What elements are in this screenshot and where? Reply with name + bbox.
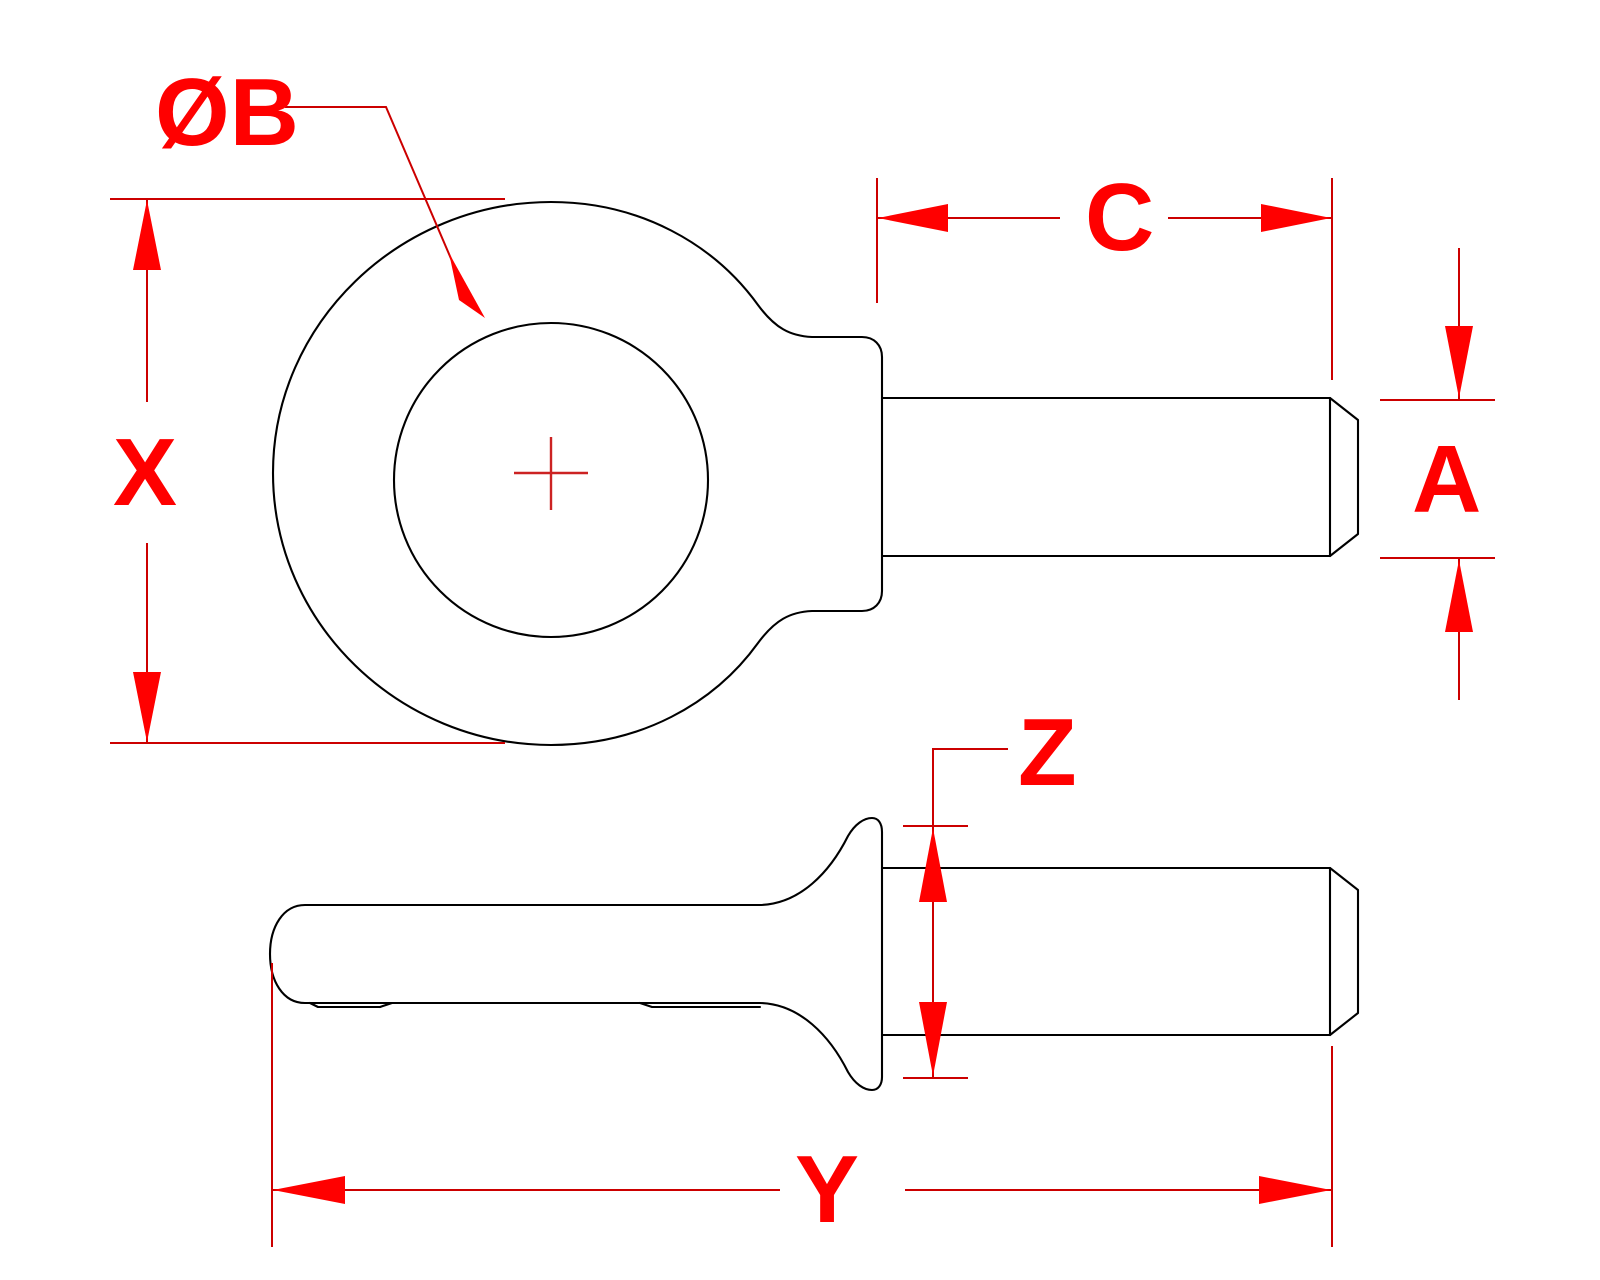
center-mark-cross bbox=[514, 437, 588, 510]
dimension-label-C: C bbox=[1085, 164, 1154, 271]
shank-body-side-view bbox=[880, 866, 1332, 1037]
dimension-Z-arrowhead-bottom bbox=[919, 1002, 947, 1076]
dimension-Z-group bbox=[903, 748, 1008, 1079]
dimension-label-Y: Y bbox=[795, 1136, 859, 1243]
shank-body-top-view bbox=[880, 396, 1332, 558]
dimension-C-arrowhead-left bbox=[878, 204, 948, 232]
dimension-C-group bbox=[876, 178, 1333, 380]
dimension-label-A: A bbox=[1412, 426, 1481, 533]
eye-side-profile bbox=[268, 816, 884, 1092]
dimension-label-B: ØB bbox=[155, 59, 299, 166]
side-view-geometry bbox=[268, 816, 1360, 1092]
dimension-C-arrowhead-right bbox=[1261, 204, 1331, 232]
dimension-Y-arrowhead-right bbox=[1259, 1176, 1331, 1204]
dimension-X-arrowhead-top bbox=[133, 200, 161, 270]
shank-chamfer-end-side-view bbox=[1328, 866, 1360, 1037]
dimension-B-group bbox=[285, 106, 485, 318]
eye-side-inner-seam-mid bbox=[378, 1001, 642, 1009]
dimension-Z-arrowhead-top bbox=[919, 828, 947, 902]
dimension-X-group bbox=[110, 198, 505, 744]
top-view-geometry bbox=[271, 200, 1360, 747]
eye-ring-outer-profile bbox=[271, 200, 884, 747]
dimension-B-arrowhead bbox=[449, 253, 485, 318]
eye-hole-circle bbox=[392, 321, 710, 639]
dimension-Y-arrowhead-left bbox=[273, 1176, 345, 1204]
dimension-B-leader bbox=[285, 106, 471, 304]
dimension-A-group bbox=[1380, 248, 1495, 700]
dimension-label-Z: Z bbox=[1018, 699, 1077, 806]
eye-side-inner-seam-right bbox=[638, 1001, 762, 1009]
dimension-A-arrowhead-bottom bbox=[1445, 560, 1473, 632]
dimension-label-X: X bbox=[113, 419, 177, 526]
eye-side-inner-seam-left bbox=[308, 1001, 382, 1009]
shank-chamfer-end-top-view bbox=[1328, 396, 1360, 558]
dimension-Z-leader bbox=[932, 748, 1008, 826]
dimension-X-arrowhead-bottom bbox=[133, 672, 161, 742]
dimension-Y-group bbox=[271, 963, 1333, 1247]
dimension-A-arrowhead-top bbox=[1445, 326, 1473, 398]
